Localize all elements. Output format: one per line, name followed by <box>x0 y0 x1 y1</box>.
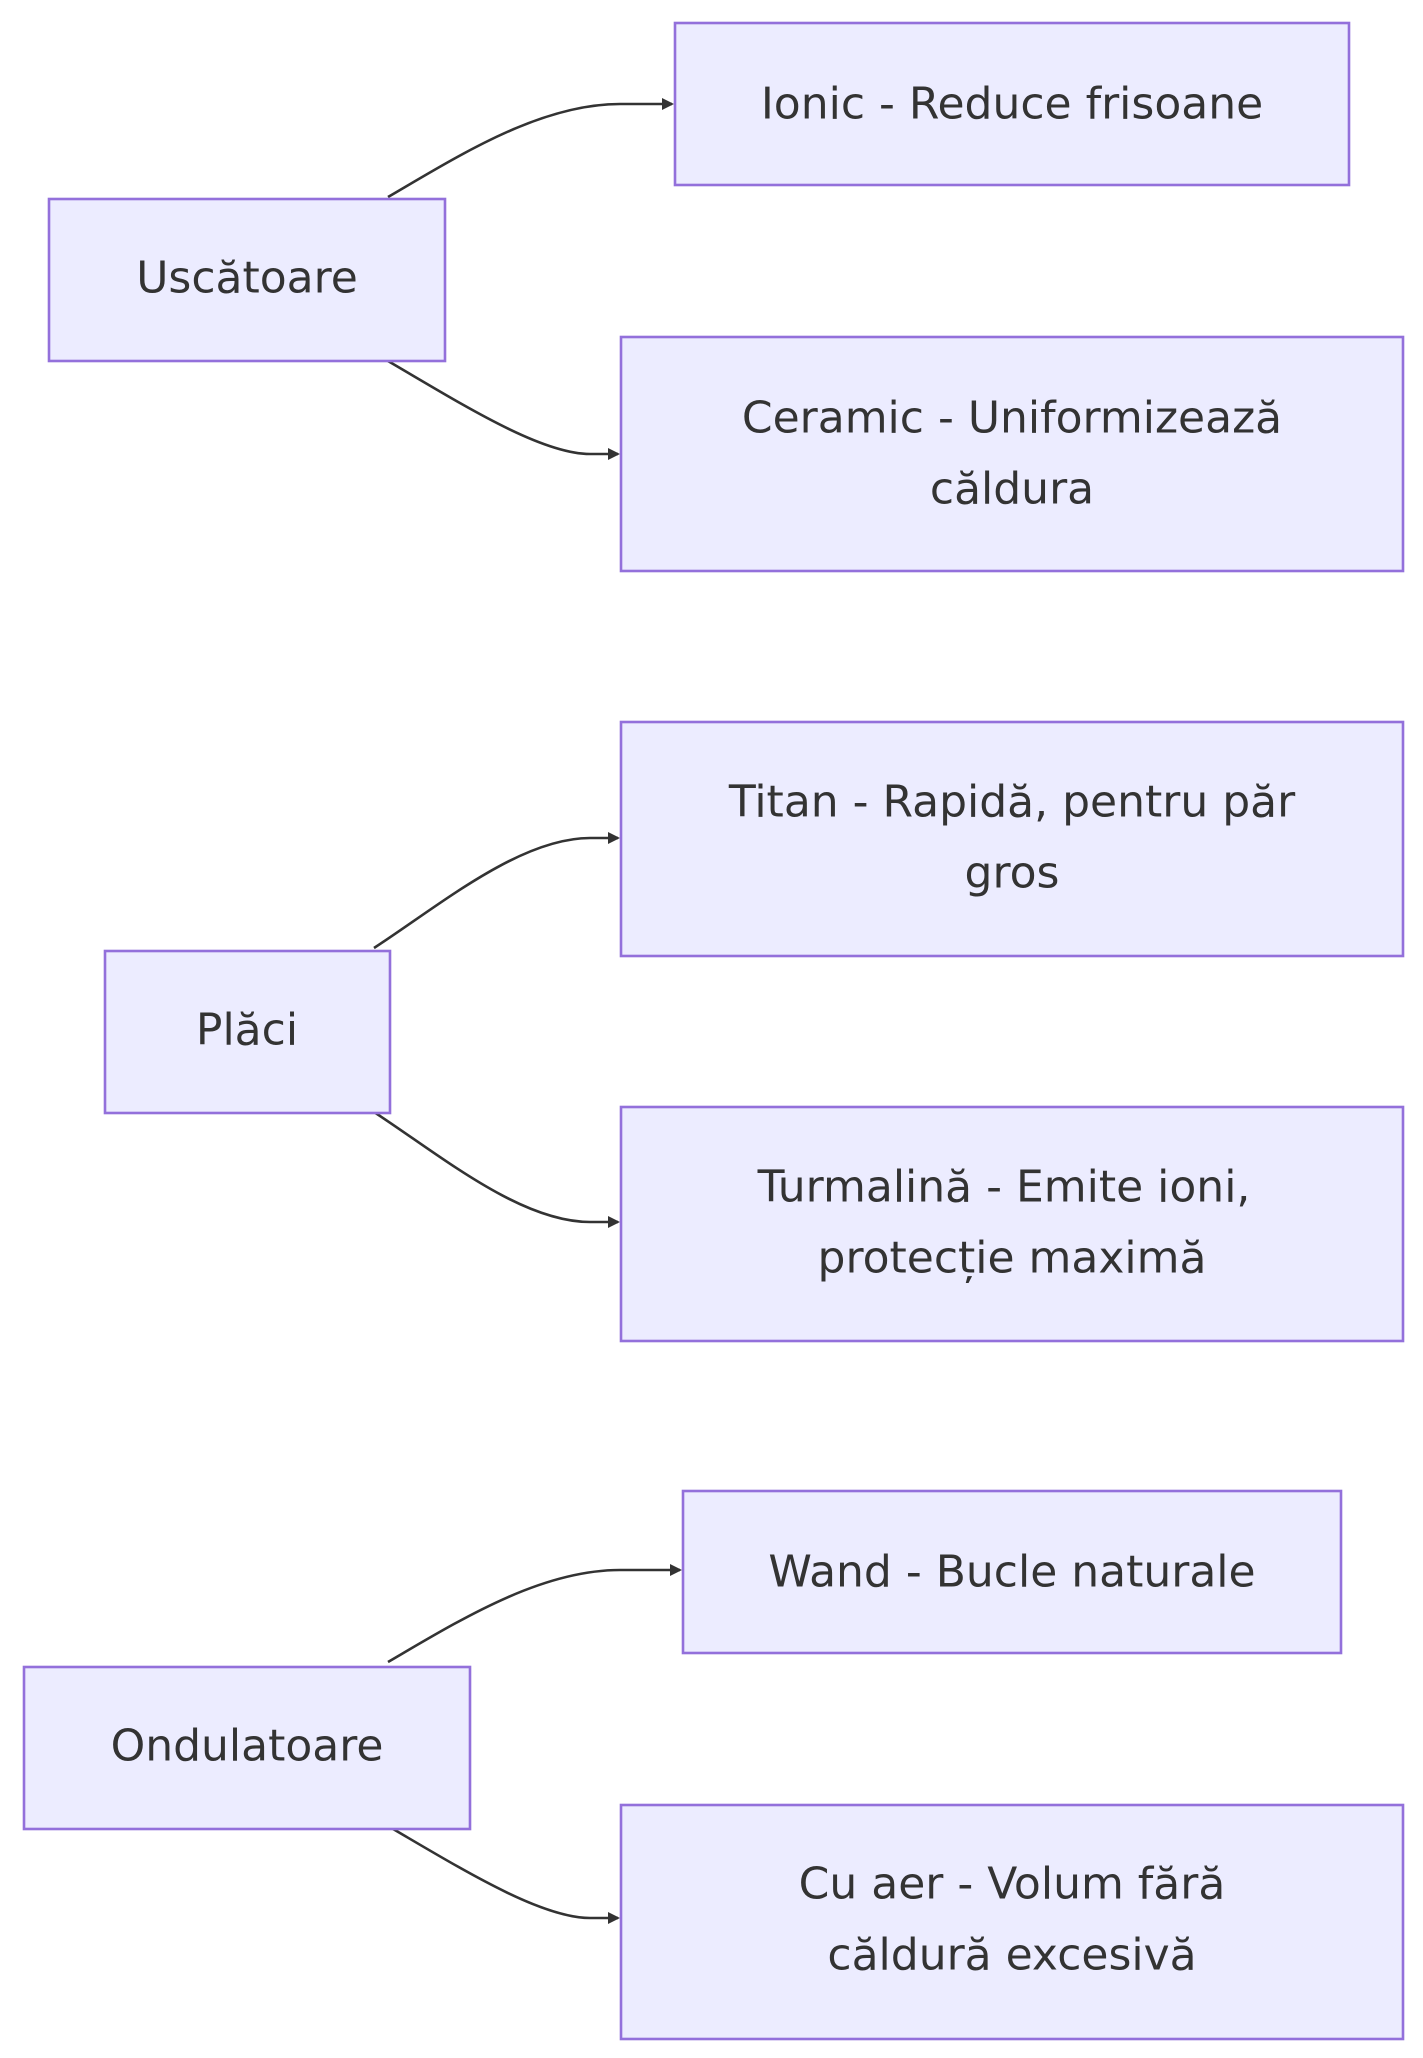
node-placi-label: Plăci <box>196 1005 298 1056</box>
node-uscatoare-label: Uscătoare <box>136 253 358 304</box>
node-wand: Wand - Bucle naturale <box>681 1489 1343 1655</box>
node-ionic-line-1: Ionic - Reduce frisoane <box>761 79 1263 130</box>
edge-ondulatoare-cu-aer <box>387 1824 620 1924</box>
node-placi: Plăci <box>103 949 392 1115</box>
edges <box>373 98 682 1924</box>
node-titan: Titan - Rapidă, pentru păr gros <box>619 720 1405 958</box>
node-ceramic-line-2: căldura <box>930 464 1094 515</box>
edge-placi-titan <box>373 832 620 950</box>
node-cu-aer: Cu aer - Volum fără căldură excesivă <box>619 1803 1405 2041</box>
node-turmalina-line-1: Turmalină - Emite ioni, <box>757 1162 1251 1213</box>
node-cu-aer-line-1: Cu aer - Volum fără <box>799 1859 1226 1910</box>
node-cu-aer-line-2: căldură excesivă <box>827 1930 1196 1981</box>
node-ionic: Ionic - Reduce frisoane <box>673 21 1351 187</box>
node-turmalina: Turmalină - Emite ioni, protecție maximă <box>619 1105 1405 1343</box>
edge-uscatoare-ionic <box>387 98 674 199</box>
node-ceramic: Ceramic - Uniformizează căldura <box>619 335 1405 573</box>
node-wand-line-1: Wand - Bucle naturale <box>768 1547 1255 1598</box>
node-ondulatoare-label: Ondulatoare <box>111 1721 384 1772</box>
node-titan-line-1: Titan - Rapidă, pentru păr <box>728 777 1296 828</box>
edge-ondulatoare-wand <box>387 1564 682 1664</box>
node-ondulatoare: Ondulatoare <box>22 1665 472 1831</box>
node-titan-line-2: gros <box>965 848 1060 899</box>
edge-placi-turmalina <box>373 1110 620 1228</box>
edge-uscatoare-ceramic <box>387 359 620 460</box>
node-uscatoare: Uscătoare <box>47 197 447 363</box>
node-ceramic-line-1: Ceramic - Uniformizează <box>742 393 1282 444</box>
node-turmalina-line-2: protecție maximă <box>818 1233 1207 1284</box>
